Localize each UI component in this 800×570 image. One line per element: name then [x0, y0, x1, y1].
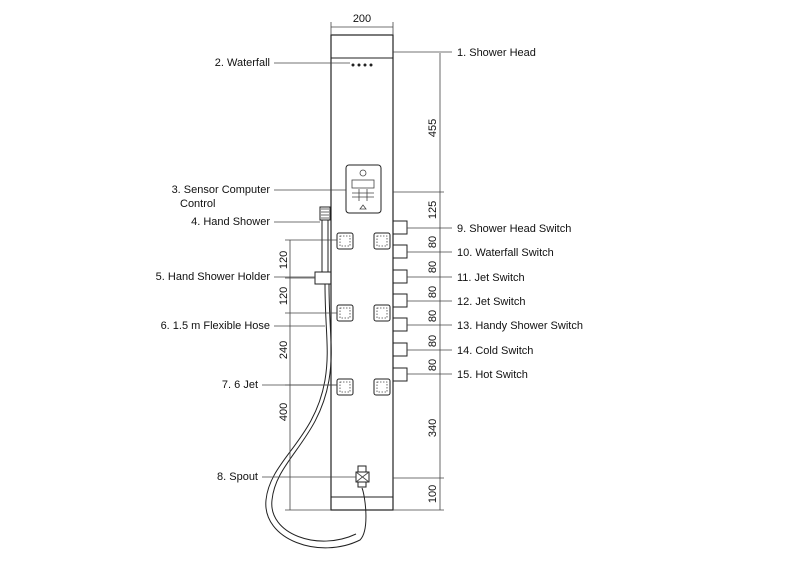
- handy-shower-switch-icon: [392, 317, 408, 332]
- label-waterfall-switch: 10. Waterfall Switch: [457, 247, 554, 259]
- hand-shower-handle: [321, 219, 329, 273]
- jet-icon: [373, 304, 391, 322]
- dim-80: 80: [427, 236, 439, 248]
- switches: [392, 220, 408, 382]
- jet-icon: [373, 378, 391, 396]
- label-shower-head: 1. Shower Head: [457, 47, 536, 59]
- shower-panel: [330, 34, 394, 511]
- label-jet-switch-11: 11. Jet Switch: [457, 272, 525, 284]
- flexible-hose: [265, 283, 367, 549]
- dim-80: 80: [427, 359, 439, 371]
- dim-100: 100: [427, 485, 439, 503]
- left-dimension-chain: 120 120 240 400: [278, 239, 337, 511]
- jet-switch-icon: [392, 293, 408, 308]
- dim-80: 80: [427, 261, 439, 273]
- waterfall-nozzles: [351, 63, 373, 67]
- cold-switch-icon: [392, 342, 408, 357]
- hot-switch-icon: [392, 367, 408, 382]
- label-cold-switch: 14. Cold Switch: [457, 345, 533, 357]
- dim-120: 120: [278, 251, 290, 269]
- dim-120: 120: [278, 287, 290, 305]
- label-hand-shower: 4. Hand Shower: [191, 216, 270, 228]
- left-callouts: 2. Waterfall 3. Sensor Computer Control …: [156, 57, 356, 483]
- label-sensor-computer: 3. Sensor Computer: [172, 184, 271, 196]
- jet-icon: [336, 378, 354, 396]
- hand-shower-holder-icon: [314, 271, 332, 285]
- jet-icon: [336, 232, 354, 250]
- dim-340: 340: [427, 419, 439, 437]
- dim-240: 240: [278, 341, 290, 359]
- top-dimension-label: 200: [353, 13, 371, 25]
- sensor-control-unit: [345, 164, 382, 214]
- dim-400: 400: [278, 403, 290, 421]
- dim-80: 80: [427, 286, 439, 298]
- right-dimension-chain: 455 125 80 80 80 80 80 80 340 100: [393, 53, 444, 511]
- jet-icon: [373, 232, 391, 250]
- shower-head-switch-icon: [392, 220, 408, 235]
- label-handy-shower-switch: 13. Handy Shower Switch: [457, 320, 583, 332]
- label-shower-head-switch: 9. Shower Head Switch: [457, 223, 571, 235]
- jet-switch-icon: [392, 269, 408, 284]
- label-jet-switch-12: 12. Jet Switch: [457, 296, 525, 308]
- dim-80: 80: [427, 335, 439, 347]
- label-hand-shower-holder: 5. Hand Shower Holder: [156, 271, 271, 283]
- waterfall-switch-icon: [392, 244, 408, 259]
- label-hot-switch: 15. Hot Switch: [457, 369, 528, 381]
- hand-shower-assembly: [265, 206, 367, 549]
- label-sensor-control: Control: [180, 198, 215, 210]
- dim-80: 80: [427, 310, 439, 322]
- dim-125: 125: [427, 201, 439, 219]
- label-spout: 8. Spout: [217, 471, 258, 483]
- top-dimension: 200: [330, 13, 394, 35]
- label-six-jet: 7. 6 Jet: [222, 379, 258, 391]
- panel-outline: [330, 34, 394, 511]
- dim-455: 455: [427, 119, 439, 137]
- label-waterfall: 2. Waterfall: [215, 57, 270, 69]
- right-callouts: 1. Shower Head 9. Shower Head Switch 10.…: [393, 47, 583, 381]
- label-flexible-hose: 6. 1.5 m Flexible Hose: [161, 320, 270, 332]
